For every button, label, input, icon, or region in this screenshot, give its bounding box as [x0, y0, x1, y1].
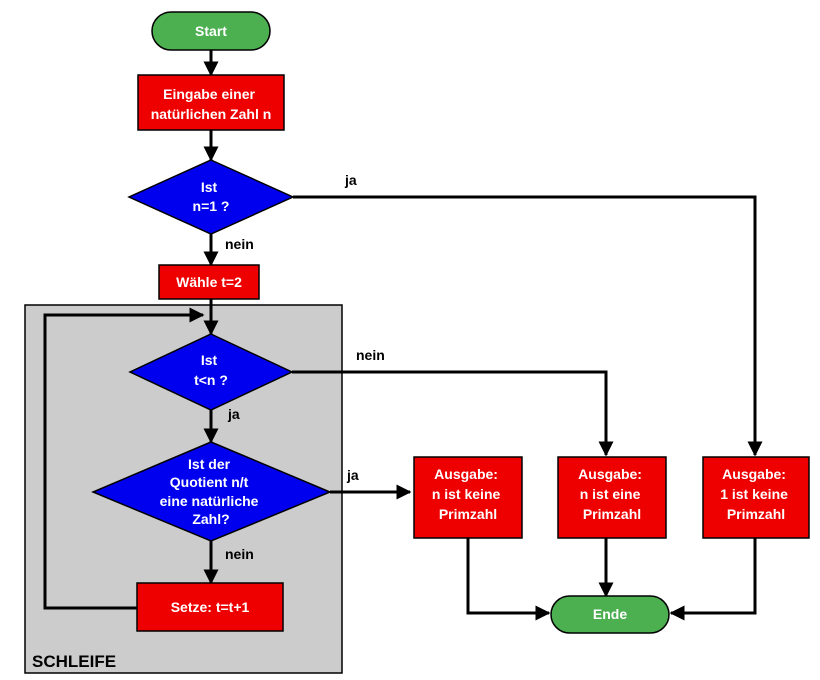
check-tn-label: Ist t<n ? — [194, 352, 228, 388]
end-label: Ende — [593, 606, 627, 622]
output-prime-box — [557, 456, 667, 539]
label-n1-yes: ja — [344, 172, 357, 188]
label-quotient-yes: ja — [346, 467, 359, 483]
increment-box — [136, 582, 284, 632]
check-n1-decision — [127, 159, 295, 235]
check-n1-label: Ist n=1 ? — [193, 179, 230, 214]
input-label: Eingabe einer natürlichen Zahl n — [151, 86, 272, 122]
label-n1-no: nein — [225, 236, 254, 252]
edge-loop-back — [43, 307, 205, 610]
input-box — [137, 74, 285, 131]
end-terminal — [550, 595, 670, 634]
output-one-box — [702, 456, 810, 539]
increment-label: Setze: t=t+1 — [171, 599, 250, 615]
start-label: Start — [195, 23, 227, 39]
check-quotient-decision — [91, 441, 332, 542]
edge-one-end — [669, 538, 757, 621]
output-one-label: Ausgabe: 1 ist keine Primzahl — [720, 466, 792, 522]
loop-title: SCHLEIFE — [32, 652, 116, 671]
set-t2-box — [158, 264, 260, 300]
label-quotient-no: nein — [225, 546, 254, 562]
edge-check-tn-no — [292, 370, 614, 457]
connectors — [43, 50, 763, 621]
label-tn-yes: ja — [227, 406, 240, 422]
output-prime-label: Ausgabe: n ist eine Primzahl — [578, 466, 646, 522]
check-quotient-label: Ist der Quotient n/t eine natürliche Zah… — [160, 456, 263, 527]
start-terminal — [151, 11, 271, 51]
label-tn-no: nein — [356, 347, 385, 363]
edge-not-prime-end — [466, 538, 551, 621]
edge-check-n1-yes — [293, 195, 763, 457]
output-not-prime-box — [413, 456, 523, 539]
set-t2-label: Wähle t=2 — [176, 274, 242, 290]
output-not-prime-label: Ausgabe: n ist keine Primzahl — [432, 466, 504, 522]
check-tn-decision — [128, 333, 294, 411]
